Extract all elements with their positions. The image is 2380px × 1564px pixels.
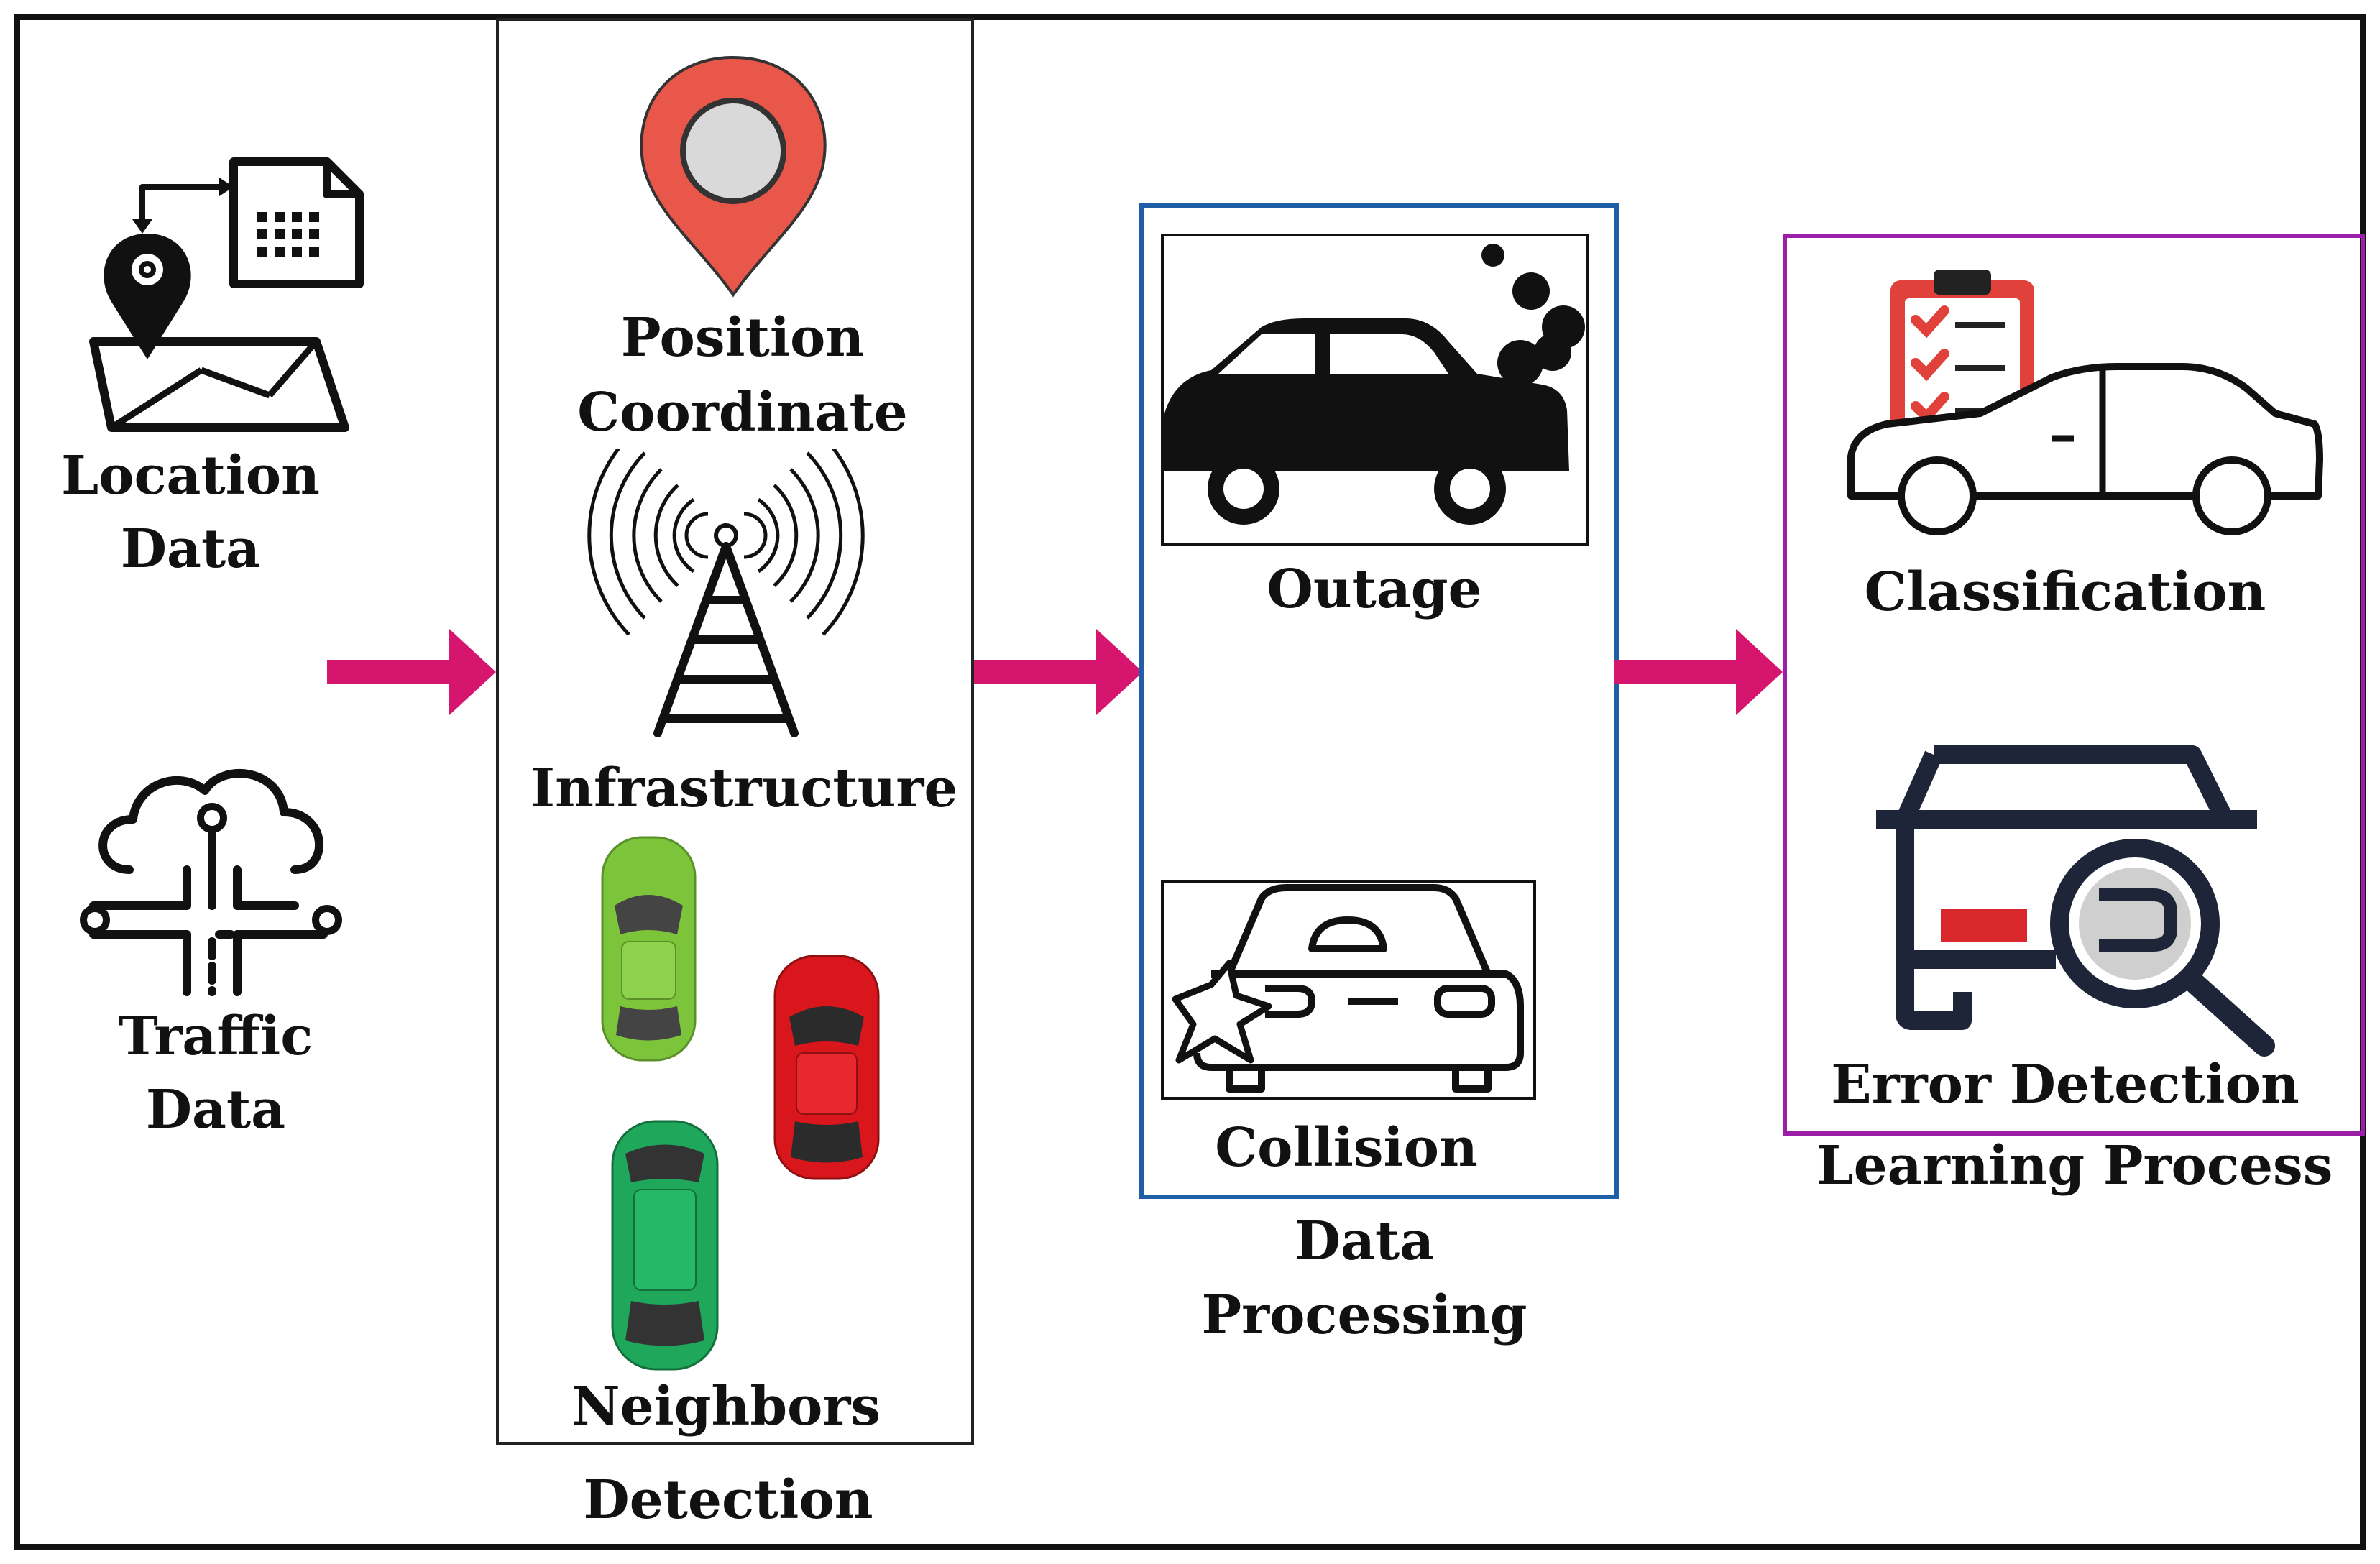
data-processing-box [1139,203,1619,1199]
learning-process-box [1783,234,2365,1136]
traffic-data-label-line1: Traffic [118,1006,313,1067]
location-data-label-line1: Location [61,445,320,507]
classification-label: Classification [1864,561,2266,623]
signal-tower-icon [587,449,865,737]
learning-process-caption: Learning Process [1816,1135,2333,1197]
position-label-line2: Coordinate [577,382,908,443]
collision-label: Collision [1215,1117,1478,1179]
flow-arrow-2 [974,629,1143,715]
traffic-data-label-line2: Data [145,1079,286,1141]
location-pin-icon [640,55,827,298]
green-car-icon [601,836,697,1062]
traffic-data-icon [80,769,342,996]
teal-car-icon [611,1120,719,1371]
location-data-label-line2: Data [120,518,261,580]
outage-car-icon [1161,234,1589,546]
classification-car-icon [1847,270,2323,535]
location-data-icon [89,157,364,432]
detection-box [496,18,974,1445]
data-processing-caption-line1: Data [1294,1210,1435,1272]
outage-label: Outage [1267,558,1482,620]
flow-arrow-3 [1614,629,1783,715]
neighbors-label: Neighbors [571,1376,881,1438]
position-label-line1: Position [620,307,865,369]
data-processing-caption-line2: Processing [1201,1284,1527,1346]
collision-car-icon [1161,880,1536,1100]
error-detection-icon [1876,745,2275,1057]
red-car-icon [773,954,880,1180]
error-detection-label: Error Detection [1831,1054,2299,1116]
detection-caption: Detection [583,1469,873,1531]
flow-arrow-1 [327,629,496,715]
infrastructure-label: Infrastructure [530,758,958,819]
